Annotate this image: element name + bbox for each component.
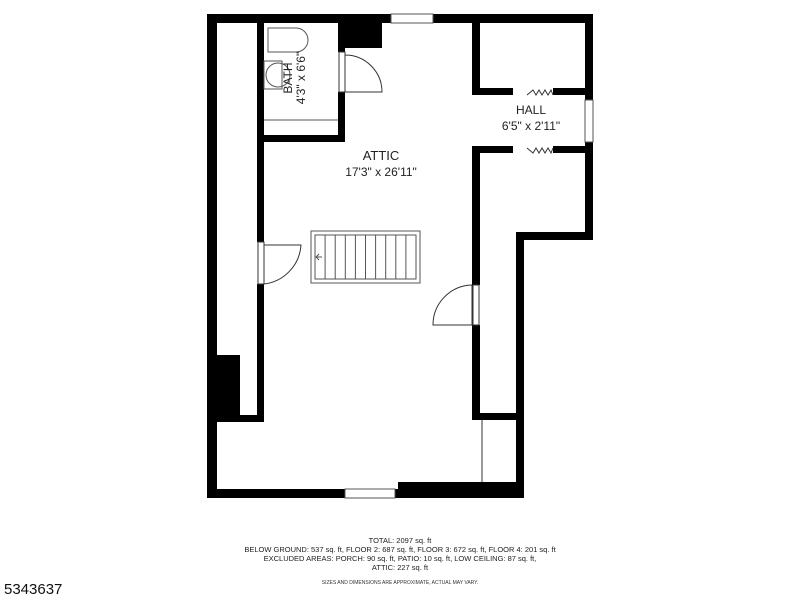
area-summary: TOTAL: 2097 sq. ft BELOW GROUND: 537 sq.… <box>0 536 800 572</box>
room-dimensions-bath: 4'3" x 6'6" <box>294 52 308 104</box>
room-label-attic: ATTIC <box>363 148 400 163</box>
bath-fixtures <box>263 27 338 121</box>
disclaimer: SIZES AND DIMENSIONS ARE APPROXIMATE, AC… <box>321 580 479 586</box>
listing-id: 5343637 <box>4 581 63 598</box>
walls <box>207 14 593 498</box>
stairs <box>310 230 421 284</box>
attic-area: ATTIC: 227 sq. ft <box>371 563 429 572</box>
floor-plan: ATTIC 17'3" x 26'11" HALL 6'5" x 2'11" B… <box>207 13 594 499</box>
doors <box>257 51 554 482</box>
room-label-bath: BATH <box>281 62 295 93</box>
room-label-hall: HALL <box>516 103 546 117</box>
room-dimensions-attic: 17'3" x 26'11" <box>345 165 417 179</box>
floor-areas: BELOW GROUND: 537 sq. ft, FLOOR 2: 687 s… <box>244 545 556 554</box>
excluded-areas: EXCLUDED AREAS: PORCH: 90 sq. ft, PATIO:… <box>263 554 537 563</box>
total-area: TOTAL: 2097 sq. ft <box>368 536 432 545</box>
room-dimensions-hall: 6'5" x 2'11" <box>502 119 560 133</box>
windows <box>344 13 594 499</box>
